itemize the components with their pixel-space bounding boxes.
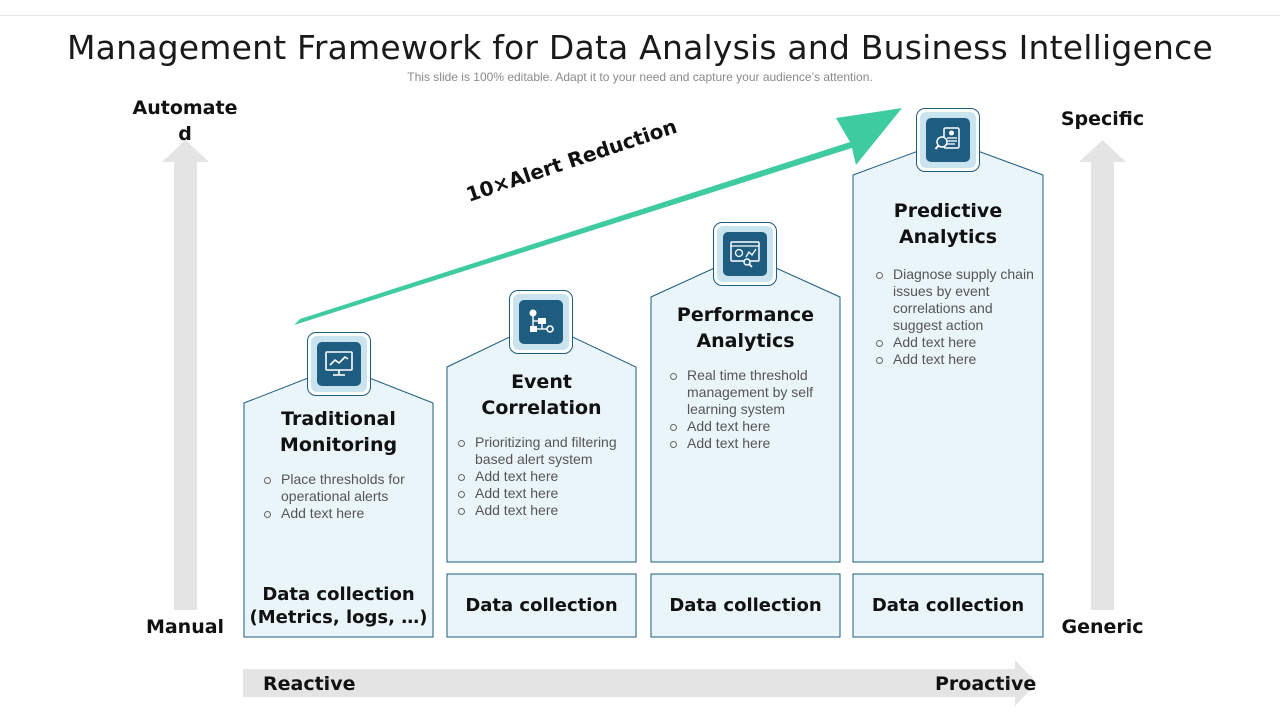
stage-title-1-line2: Monitoring (279, 434, 398, 456)
list-item: Add text here (874, 351, 1034, 368)
bottom-horizontal-arrow (243, 660, 1037, 706)
stage-footer-4-label: Data collection (871, 595, 1025, 616)
list-item: Diagnose supply chain issues by event co… (874, 266, 1034, 334)
stage-footer-3-label: Data collection (669, 595, 822, 616)
list-item: Add text here (456, 502, 626, 519)
stage-card-1 (243, 365, 434, 638)
list-item: Add text here (456, 468, 626, 485)
stage-footer-2 (446, 573, 637, 638)
stage-footer-1-label: Data collection (Metrics, logs, …) (244, 583, 433, 629)
reactive-label: Reactive (263, 673, 356, 695)
stage-title-3-line1: Performance (676, 304, 815, 326)
specific-label: Specific (1060, 108, 1145, 130)
stage-footer-3 (650, 573, 841, 638)
list-item: Real time threshold management by self l… (668, 367, 828, 418)
list-item: Add text here (668, 435, 828, 452)
list-item: Prioritizing and filtering based alert s… (456, 434, 626, 468)
page-subtitle: This slide is 100% editable. Adapt it to… (407, 70, 873, 84)
stage-bullets-4: Diagnose supply chain issues by event co… (874, 266, 1034, 368)
stage-bullets-2: Prioritizing and filtering based alert s… (456, 434, 626, 519)
automated-label: Automate d (125, 95, 245, 147)
generic-label: Generic (1061, 616, 1144, 638)
manual-label: Manual (145, 616, 225, 638)
stage-title-4: Predictive Analytics (853, 198, 1043, 250)
stage-title-4-line1: Predictive (893, 200, 1003, 222)
stage-footer-4 (852, 573, 1044, 638)
stage-bullets-1: Place thresholds for operational alerts … (262, 471, 422, 522)
stage-title-3: Performance Analytics (651, 302, 840, 354)
stage-bullets-3: Real time threshold management by self l… (668, 367, 828, 452)
stage-footer-1-line2: (Metrics, logs, …) (249, 607, 428, 628)
proactive-label: Proactive (935, 673, 1037, 695)
list-item: Place thresholds for operational alerts (262, 471, 422, 505)
list-item: Add text here (456, 485, 626, 502)
growth-arrow (294, 108, 902, 325)
list-item: Add text here (262, 505, 422, 522)
automated-label-line1: Automate (132, 97, 238, 119)
stage-card-4 (852, 139, 1044, 563)
right-vertical-arrow (1079, 140, 1126, 610)
monitor-chart-icon (307, 332, 371, 396)
automated-label-line2: d (178, 123, 192, 145)
stage-title-2: Event Correlation (447, 369, 636, 421)
stage-title-2-line2: Correlation (481, 397, 602, 419)
stage-title-3-line2: Analytics (696, 330, 795, 352)
list-item: Add text here (874, 334, 1034, 351)
stage-title-1-line1: Traditional (281, 408, 396, 430)
top-divider (0, 15, 1280, 16)
stage-footer-2-label: Data collection (465, 595, 618, 616)
analytics-document-icon (916, 108, 980, 172)
left-vertical-arrow (162, 140, 209, 610)
page-title: Management Framework for Data Analysis a… (66, 28, 1214, 67)
stage-title-2-line1: Event (511, 371, 572, 393)
stage-card-3 (650, 253, 841, 563)
list-item: Add text here (668, 418, 828, 435)
stage-footer-1-line1: Data collection (262, 584, 415, 605)
stage-title-1: Traditional Monitoring (244, 406, 433, 458)
dashboard-search-icon (713, 222, 777, 286)
stage-card-2 (446, 321, 637, 563)
stage-title-4-line2: Analytics (898, 226, 998, 248)
workflow-icon (509, 290, 573, 354)
